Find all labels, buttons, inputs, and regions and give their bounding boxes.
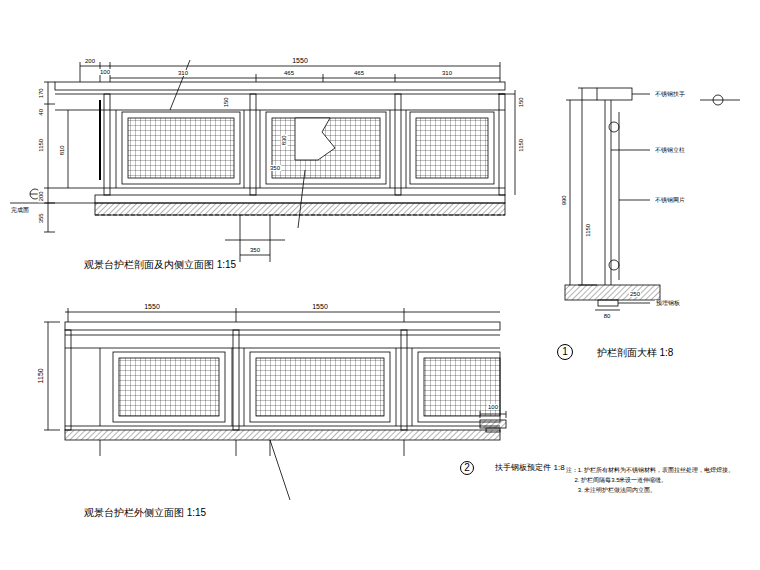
dimension-text: 830 (281, 134, 288, 146)
dimension-text: 990 (561, 194, 568, 206)
dimension-text: 1550 (291, 57, 309, 65)
dimension-text: 465 (283, 70, 295, 77)
dimension-text: 150 (223, 96, 230, 108)
dimension-text: 350 (249, 247, 261, 254)
dimension-text: 1150 (518, 138, 525, 153)
dimension-text: 310 (177, 70, 189, 77)
part-label: 不锈钢扶手 (654, 91, 686, 98)
dimension-text: 100 (487, 404, 499, 411)
part-label: 预埋钢板 (655, 300, 681, 307)
callout-number: 1 (562, 347, 568, 357)
dimension-text: 200 (38, 190, 45, 202)
note-text: 注：1. 护栏所有材料为不锈钢材料，表面拉丝处理，电焊焊接。 (565, 467, 736, 474)
dimension-text: 1150 (37, 367, 45, 384)
part-label: 不锈钢立柱 (654, 147, 686, 154)
dimension-text: 250 (629, 291, 641, 298)
callout-number: 2 (464, 463, 470, 473)
dimension-text: 150 (518, 96, 525, 108)
dimension-text: 170 (38, 87, 45, 99)
detail-marker-circle: 2 (460, 461, 474, 475)
dimension-text: 465 (353, 70, 365, 77)
dimension-text: 355 (38, 212, 45, 224)
dimension-text: 40 (38, 108, 45, 117)
note-text: 3. 未注明护栏做法同内立面。 (577, 487, 658, 494)
dimension-text: 1550 (311, 303, 329, 311)
dimension-text: 80 (603, 313, 612, 320)
part-label: 完成面 (10, 207, 30, 214)
dimension-text: 100 (99, 69, 111, 76)
dimension-text: 1150 (38, 138, 45, 153)
note-text: 2. 护栏间隔每3.5米设一道伸缩缝。 (573, 477, 668, 484)
dimension-text: 1550 (143, 303, 161, 311)
view-title: 护栏剖面大样 1:8 (596, 347, 675, 358)
dimension-text: 200 (84, 58, 96, 65)
dimension-text: 810 (59, 144, 66, 156)
dimension-text: 350 (269, 165, 281, 172)
dimension-text: 1150 (585, 223, 592, 238)
view-title: 观景台护栏剖面及内侧立面图 1:15 (83, 259, 237, 270)
dimension-text: 310 (441, 70, 453, 77)
detail-marker-circle: 1 (557, 344, 573, 360)
view-title: 观景台护栏外侧立面图 1:15 (83, 507, 207, 518)
part-label: 不锈钢网片 (654, 197, 686, 204)
view-title: 扶手钢板预定件 1:8 (494, 464, 565, 473)
